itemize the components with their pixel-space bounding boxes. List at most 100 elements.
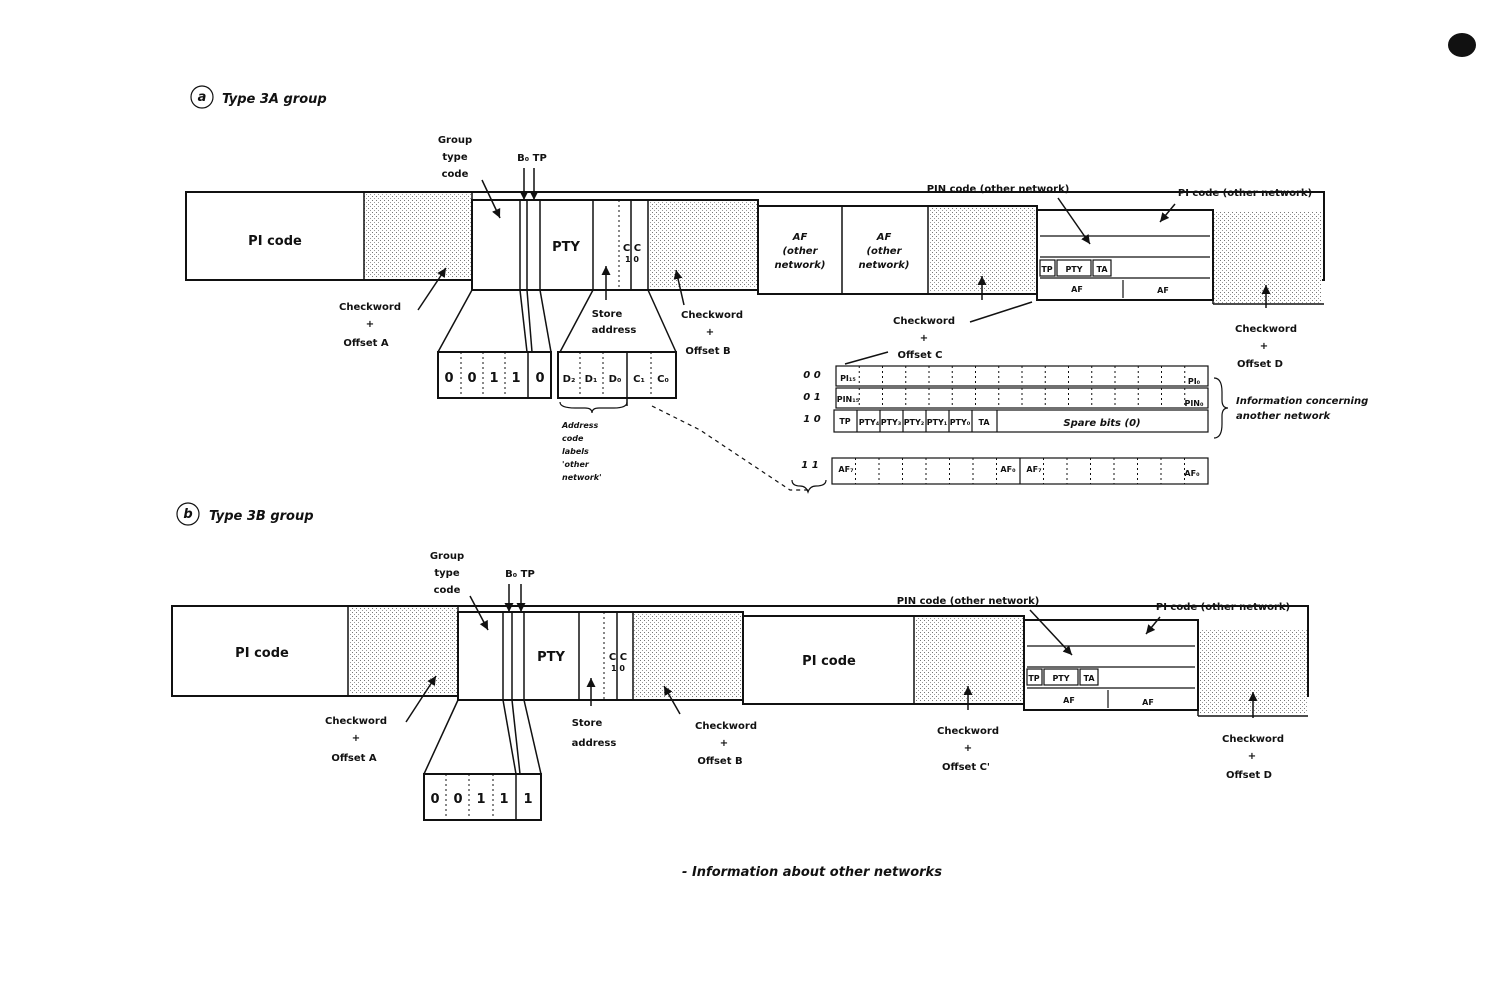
group-bit-b-0: 0: [430, 792, 439, 807]
checkword-c-area-b: [915, 618, 1023, 702]
inner-tp-label: TP: [1041, 265, 1052, 274]
address-bit-1: D₁: [585, 374, 598, 385]
group-bit-b-1: 0: [453, 792, 462, 807]
variant-code-1: 0 1: [803, 392, 820, 403]
cc-label: C C: [623, 243, 641, 254]
variant-rows: 0 0 0 1 1 0 1 1 PI₁₅ PI₀ PIN₁₅ PIN₀ TP P…: [801, 365, 1209, 485]
checkword-b-area-b: [634, 614, 742, 698]
address-bit-4: C₀: [657, 374, 669, 385]
address-note-line4: 'other: [562, 460, 590, 469]
group-type-code-b-line1: Group: [430, 551, 464, 562]
inner-ta-label: TA: [1096, 265, 1108, 274]
checkword-d-b-line1: Checkword: [1222, 734, 1284, 745]
pi-code-label-b: PI code: [235, 646, 289, 661]
scan-blob: [1448, 33, 1476, 57]
checkword-b-line2: +: [706, 327, 714, 338]
variant-2-cell-1: PTY₄: [859, 418, 880, 427]
section-a: a Type 3A group PI code PTY C C: [185, 85, 1368, 494]
variant-3-first: AF₇: [838, 465, 854, 474]
section-b-title: Type 3B group: [209, 509, 314, 524]
checkword-a-b-line1: Checkword: [325, 716, 387, 727]
af-other-1-line2: (other: [782, 246, 818, 257]
variant-code-2: 1 0: [803, 414, 820, 425]
address-bit-0: D₂: [563, 374, 576, 385]
inner-ta-label-b: TA: [1083, 674, 1095, 683]
checkword-a-area-b: [349, 608, 457, 694]
address-bit-3: C₁: [633, 374, 645, 385]
group-bit-a-1: 0: [467, 371, 476, 386]
section-b-marker-circle: [176, 502, 200, 526]
address-note-line2: code: [562, 434, 584, 443]
store-address-line2: address: [592, 325, 637, 336]
group-bit-a-0: 0: [444, 371, 453, 386]
section-a-marker: a: [198, 90, 207, 105]
checkword-c-line1: Checkword: [893, 316, 955, 327]
inner-tp-label-b: TP: [1028, 674, 1039, 683]
variant-1-last: PIN₀: [1184, 399, 1204, 408]
figure-caption: - Information about other networks: [682, 865, 942, 880]
af-other-2-line1: AF: [876, 232, 892, 243]
checkword-c-line2: +: [920, 333, 928, 344]
checkword-a-b-line3: Offset A: [331, 753, 377, 764]
pi-code-2-label-b: PI code: [802, 654, 856, 669]
b0-tp-label-b: B₀ TP: [505, 569, 535, 580]
variant-code-0: 0 0: [803, 370, 820, 381]
pi-code-other-label: PI code (other network): [1178, 188, 1312, 199]
store-address-line1: Store: [592, 309, 623, 320]
variant-2-cell-3: PTY₂: [904, 418, 925, 427]
variant-2-cell-6: TA: [978, 418, 990, 427]
group-type-code-line1: Group: [438, 135, 472, 146]
variant-2-cell-5: PTY₀: [950, 418, 971, 427]
af-other-1-line1: AF: [792, 232, 808, 243]
checkword-a-line2: +: [366, 319, 374, 330]
variant-2-cell-0: TP: [839, 417, 850, 426]
checkword-c-line3: Offset C: [898, 350, 943, 361]
block-d-area: [1036, 209, 1214, 301]
group-bit-b-3: 1: [499, 792, 508, 807]
inner-af1-label-b: AF: [1063, 696, 1075, 705]
pty-label: PTY: [552, 240, 580, 255]
group-type-code-line3: code: [442, 169, 469, 180]
checkword-b-b-line2: +: [720, 738, 728, 749]
section-a-title: Type 3A group: [222, 92, 327, 107]
pi-code-label: PI code: [248, 234, 302, 249]
info-brace: [1213, 377, 1229, 439]
address-bits-box: [557, 351, 677, 399]
pty-label-b: PTY: [537, 650, 565, 665]
inner-af1-label: AF: [1071, 285, 1083, 294]
pin-code-other-label-b: PIN code (other network): [897, 596, 1040, 607]
checkword-d-line1: Checkword: [1235, 324, 1297, 335]
store-address-b-line1: Store: [572, 718, 603, 729]
af-other-2-line2: (other: [866, 246, 902, 257]
group-type-code-line2: type: [442, 152, 467, 163]
inner-af2-label: AF: [1157, 286, 1169, 295]
variant-2-spare: Spare bits (0): [1063, 418, 1140, 429]
pin-code-other-label: PIN code (other network): [927, 184, 1070, 195]
variant-3-last: AF₀: [1184, 469, 1200, 478]
checkword-b-area: [649, 202, 757, 288]
address-note-line5: network': [562, 473, 602, 482]
checkword-d-area: [1214, 212, 1322, 304]
af-other-2-line3: network): [859, 260, 910, 271]
variant-1-first: PIN₁₅: [837, 395, 860, 404]
inner-af2-label-b: AF: [1142, 698, 1154, 707]
address-bit-2: D₀: [609, 374, 622, 385]
address-note-line3: labels: [562, 447, 589, 456]
cc-bits-label: 1 0: [625, 255, 639, 264]
checkword-a-area: [364, 194, 471, 278]
group-bit-b-4: 1: [523, 792, 532, 807]
section-b: b Type 3B group PI code PTY C C 1 0 PI: [171, 502, 1309, 821]
b0-tp-label: B₀ TP: [517, 153, 547, 164]
checkword-d-b-line2: +: [1248, 751, 1256, 762]
info-note-line2: another network: [1236, 411, 1332, 422]
cc-bits-label-b: 1 0: [611, 664, 625, 673]
checkword-a-line3: Offset A: [343, 338, 389, 349]
section-b-marker: b: [183, 507, 192, 522]
group-bit-a-3: 1: [511, 371, 520, 386]
group-bit-a-4: 0: [535, 371, 544, 386]
store-address-b-line2: address: [572, 738, 617, 749]
section-a-marker-circle: [190, 85, 214, 109]
inner-pty-label: PTY: [1065, 265, 1082, 274]
checkword-a-b-line2: +: [352, 733, 360, 744]
